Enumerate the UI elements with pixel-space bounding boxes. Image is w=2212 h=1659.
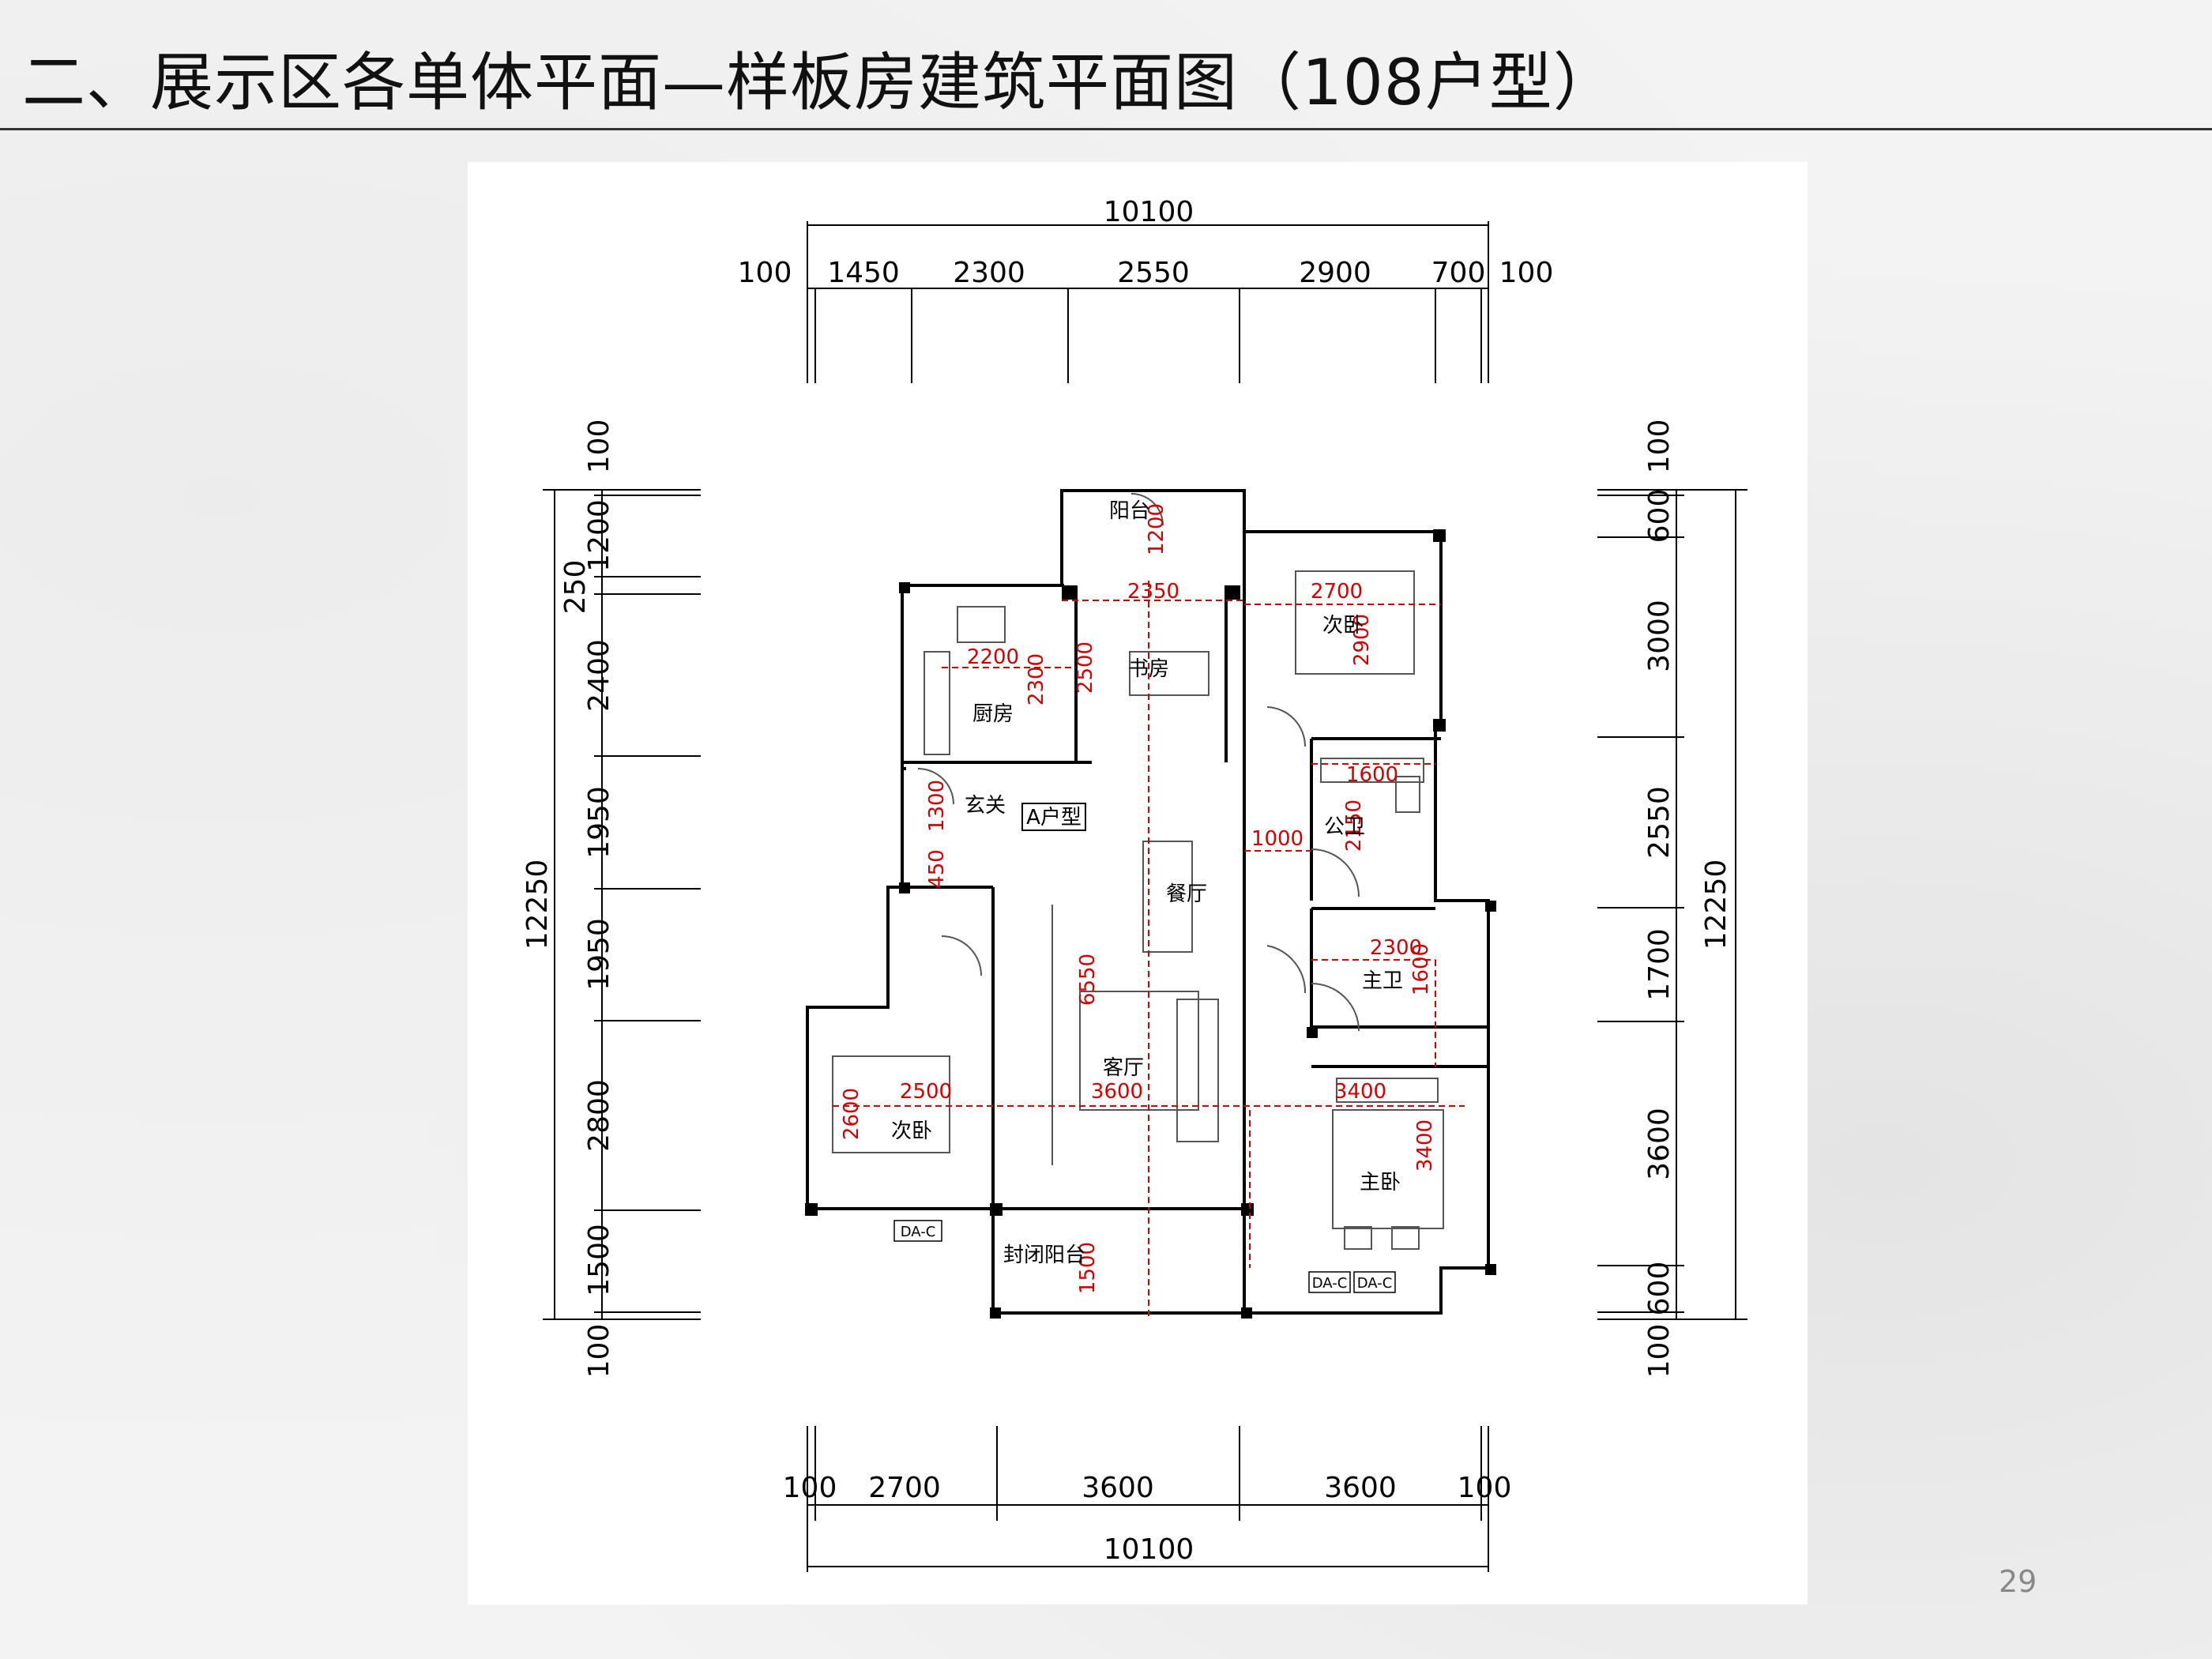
- bottom-dim-100-right: 100: [1458, 1472, 1512, 1504]
- red-dim-master-bath-2300: 2300: [1370, 936, 1422, 960]
- red-dim-center-6550: 6550: [1076, 954, 1100, 1006]
- floor-plan-panel: 10100 100 1450 2300 2550 2900 700 100 10…: [468, 162, 1808, 1604]
- top-dim-2550: 2550: [1117, 257, 1190, 289]
- top-dimension-chain: [807, 221, 1489, 383]
- room-label-bedroom-bottom: 次卧: [891, 1119, 932, 1143]
- left-total-dimension: 12250: [521, 860, 554, 950]
- left-dim-1950-a: 1950: [583, 786, 615, 859]
- left-dim-2800: 2800: [583, 1079, 615, 1152]
- bottom-dim-100-left: 100: [783, 1472, 837, 1504]
- red-dimension-labels: 1200 2350 2700 2900 2200 2300 2500 1600 …: [840, 503, 1437, 1294]
- red-dim-bedroom-bottom-2500: 2500: [900, 1080, 952, 1104]
- red-dim-kitchen-2200: 2200: [967, 645, 1019, 669]
- red-dim-foyer-450: 450: [925, 849, 949, 889]
- room-label-dining: 餐厅: [1166, 882, 1207, 906]
- left-dimension-labels: 12250 100 1200 250 2400 1950 1950 2800 1…: [521, 419, 615, 1379]
- room-label-enclosed-balcony: 封闭阳台: [1003, 1243, 1085, 1267]
- left-dim-100-top: 100: [583, 419, 615, 474]
- bottom-dimension-chain: [807, 1426, 1489, 1572]
- right-dimension-chain: [1597, 489, 1747, 1320]
- red-dim-study-2350: 2350: [1127, 580, 1179, 604]
- top-dim-100-left: 100: [738, 257, 792, 289]
- top-dim-1450: 1450: [827, 257, 900, 289]
- window-tag-2: DA-C: [1312, 1275, 1348, 1292]
- red-dim-enclosed-balcony-1500: 1500: [1076, 1242, 1100, 1294]
- red-dim-bedroom-bottom-2600: 2600: [840, 1088, 863, 1140]
- left-dimension-chain: [543, 489, 701, 1320]
- room-label-master-bath: 主卫: [1362, 969, 1403, 993]
- right-dim-100-bottom: 100: [1643, 1324, 1676, 1379]
- room-label-master-bedroom: 主卧: [1360, 1171, 1401, 1194]
- unit-type-box: [1021, 803, 1086, 831]
- red-dim-public-bath-2150: 2150: [1342, 799, 1366, 852]
- red-dim-master-bath-1600: 1600: [1409, 943, 1433, 995]
- room-labels: 阳台 厨房 书房 次卧 玄关 公卫 餐厅 主卫 客厅 次卧 主卧 封闭阳台: [891, 499, 1403, 1267]
- red-dim-bedroom-top-2900: 2900: [1350, 614, 1374, 666]
- bottom-dim-3600-b: 3600: [1324, 1472, 1397, 1504]
- floor-plan-drawing: 10100 100 1450 2300 2550 2900 700 100 10…: [521, 196, 1747, 1572]
- window-tag-1: DA-C: [901, 1224, 936, 1240]
- left-dim-1200: 1200: [583, 499, 615, 572]
- red-dim-kitchen-2300: 2300: [1025, 653, 1048, 705]
- room-label-bedroom-top: 次卧: [1322, 614, 1364, 638]
- page-number: 29: [1999, 1564, 2037, 1599]
- top-dim-2300: 2300: [953, 257, 1025, 289]
- red-dim-master-3400-vertical: 3400: [1413, 1119, 1437, 1172]
- left-dim-2400: 2400: [583, 639, 615, 712]
- title-divider: [0, 128, 2212, 130]
- window-tag-3: DA-C: [1357, 1275, 1393, 1292]
- unit-type-label: A户型: [1026, 806, 1082, 830]
- right-dim-600-bottom: 600: [1643, 1262, 1676, 1316]
- door-swings: [917, 493, 1360, 1032]
- room-label-foyer: 玄关: [965, 794, 1006, 818]
- right-dim-100-top: 100: [1643, 419, 1676, 474]
- room-label-study: 书房: [1128, 657, 1169, 681]
- red-dim-living-3600: 3600: [1091, 1080, 1143, 1104]
- red-dim-balcony-1200: 1200: [1145, 503, 1168, 555]
- bottom-dim-3600-a: 3600: [1082, 1472, 1154, 1504]
- top-dim-700: 700: [1431, 257, 1486, 289]
- room-label-balcony: 阳台: [1109, 499, 1150, 523]
- right-dimension-labels: 12250 100 600 3000 2550 1700 3600 600 10…: [1643, 419, 1732, 1379]
- right-dim-600-top: 600: [1643, 489, 1676, 544]
- red-dim-foyer-1300: 1300: [925, 780, 949, 832]
- bottom-dim-2700: 2700: [868, 1472, 941, 1504]
- bottom-total-dimension: 10100: [1104, 1533, 1194, 1566]
- top-dim-100-right: 100: [1499, 257, 1554, 289]
- right-total-dimension: 12250: [1700, 860, 1732, 950]
- wall-columns: [805, 529, 1496, 1319]
- red-dim-public-bath-1600: 1600: [1346, 763, 1398, 787]
- red-dim-study-2500: 2500: [1074, 641, 1097, 694]
- left-dim-1500: 1500: [583, 1224, 615, 1296]
- slide-title: 二、展示区各单体平面—样板房建筑平面图（108户型）: [22, 46, 1617, 119]
- room-label-living: 客厅: [1103, 1056, 1144, 1080]
- room-label-public-bath: 公卫: [1324, 815, 1365, 839]
- right-dim-3000: 3000: [1643, 600, 1676, 672]
- top-total-dimension: 10100: [1104, 196, 1194, 228]
- red-dim-master-3400-horizontal: 3400: [1334, 1080, 1386, 1104]
- left-dim-1950-b: 1950: [583, 918, 615, 991]
- red-dimension-lines: [833, 581, 1465, 1319]
- red-dim-dining-1000: 1000: [1251, 827, 1304, 851]
- left-dim-100-bottom: 100: [583, 1324, 615, 1379]
- left-dim-250: 250: [559, 560, 592, 615]
- right-dim-1700: 1700: [1643, 928, 1676, 1001]
- window-tags: DA-C DA-C DA-C: [893, 1220, 1396, 1293]
- room-label-kitchen: 厨房: [972, 702, 1014, 726]
- right-dim-2550: 2550: [1643, 786, 1676, 859]
- top-dim-2900: 2900: [1299, 257, 1371, 289]
- furniture-outlines: [832, 570, 1444, 1250]
- right-dim-3600: 3600: [1643, 1108, 1676, 1180]
- red-dim-bedroom-top-2700: 2700: [1311, 580, 1363, 604]
